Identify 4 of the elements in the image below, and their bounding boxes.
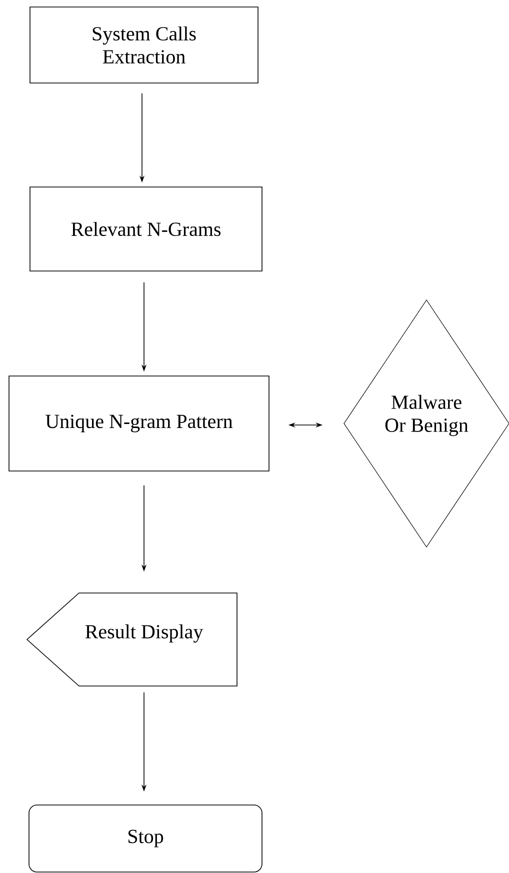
process-box: System Calls Extraction xyxy=(30,6,258,84)
terminal-box: Stop xyxy=(28,804,262,872)
process-box: Relevant N-Grams xyxy=(30,186,262,272)
process-box: Unique N-gram Pattern xyxy=(8,376,270,472)
